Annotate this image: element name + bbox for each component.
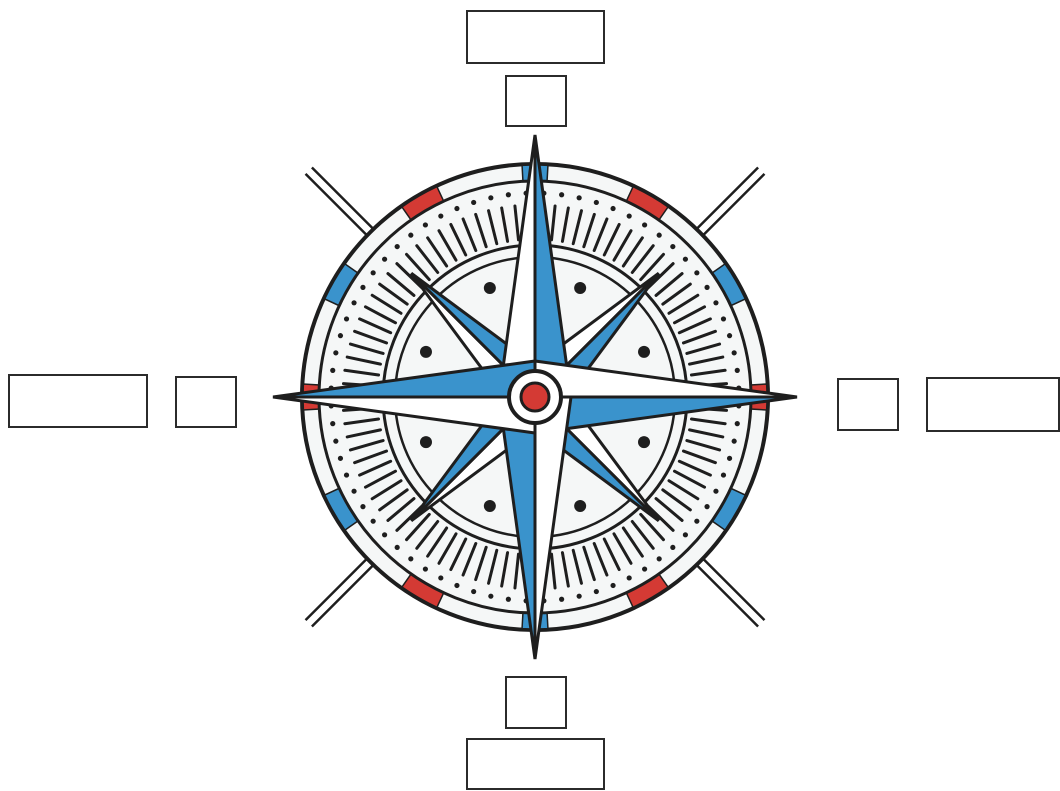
ring-dot [559, 597, 564, 602]
ring-dot [577, 594, 582, 599]
ring-dot [330, 421, 335, 426]
ring-dot [454, 583, 459, 588]
ring-dot [559, 192, 564, 197]
ring-dot [683, 532, 688, 537]
ring-dot [330, 368, 335, 373]
east-abbreviation-box[interactable] [837, 378, 899, 431]
ring-dot [344, 472, 349, 477]
inner-dot [420, 346, 432, 358]
ring-dot [344, 316, 349, 321]
ring-dot [670, 244, 675, 249]
ring-dot [333, 350, 338, 355]
inner-dot [638, 346, 650, 358]
ring-dot [471, 589, 476, 594]
ring-dot [371, 519, 376, 524]
ring-dot [395, 545, 400, 550]
ring-dot [735, 368, 740, 373]
ring-dot [423, 222, 428, 227]
north-label-box[interactable] [466, 10, 605, 64]
inner-dot [574, 500, 586, 512]
ring-dot [721, 472, 726, 477]
ring-dot [360, 285, 365, 290]
ring-dot [351, 489, 356, 494]
inner-dot [484, 500, 496, 512]
ring-dot [371, 270, 376, 275]
south-abbreviation-box[interactable] [505, 676, 567, 729]
ring-dot [408, 556, 413, 561]
inner-dot [484, 282, 496, 294]
ring-dot [506, 192, 511, 197]
inner-dot [638, 436, 650, 448]
ring-dot [594, 589, 599, 594]
ring-dot [657, 556, 662, 561]
ring-dot [454, 206, 459, 211]
ring-dot [423, 566, 428, 571]
west-abbreviation-box[interactable] [175, 376, 237, 428]
ring-dot [438, 575, 443, 580]
east-label-box[interactable] [926, 377, 1060, 432]
ring-dot [488, 195, 493, 200]
ring-dot [657, 233, 662, 238]
inner-dot [574, 282, 586, 294]
ring-dot [704, 285, 709, 290]
ring-dot [732, 439, 737, 444]
ring-dot [594, 200, 599, 205]
ring-dot [438, 213, 443, 218]
ring-dot [627, 575, 632, 580]
ring-dot [627, 213, 632, 218]
ring-dot [694, 270, 699, 275]
ring-dot [338, 456, 343, 461]
ring-dot [735, 421, 740, 426]
ring-dot [333, 439, 338, 444]
ring-dot [338, 333, 343, 338]
ring-dot [642, 566, 647, 571]
ring-dot [610, 583, 615, 588]
ring-dot [577, 195, 582, 200]
inner-dot [420, 436, 432, 448]
ring-dot [727, 456, 732, 461]
ring-dot [642, 222, 647, 227]
ring-dot [488, 594, 493, 599]
south-label-box[interactable] [466, 738, 605, 790]
ring-dot [670, 545, 675, 550]
ring-dot [360, 504, 365, 509]
north-abbreviation-box[interactable] [505, 75, 567, 127]
ring-dot [727, 333, 732, 338]
ring-dot [506, 597, 511, 602]
ring-dot [471, 200, 476, 205]
ring-dot [721, 316, 726, 321]
west-label-box[interactable] [8, 374, 148, 428]
ring-dot [683, 257, 688, 262]
center-dot [521, 383, 549, 411]
ring-dot [382, 257, 387, 262]
ring-dot [732, 350, 737, 355]
ring-dot [408, 233, 413, 238]
ring-dot [382, 532, 387, 537]
ring-dot [395, 244, 400, 249]
ring-dot [713, 300, 718, 305]
ring-dot [694, 519, 699, 524]
ring-dot [610, 206, 615, 211]
ring-dot [351, 300, 356, 305]
ring-dot [713, 489, 718, 494]
ring-dot [704, 504, 709, 509]
